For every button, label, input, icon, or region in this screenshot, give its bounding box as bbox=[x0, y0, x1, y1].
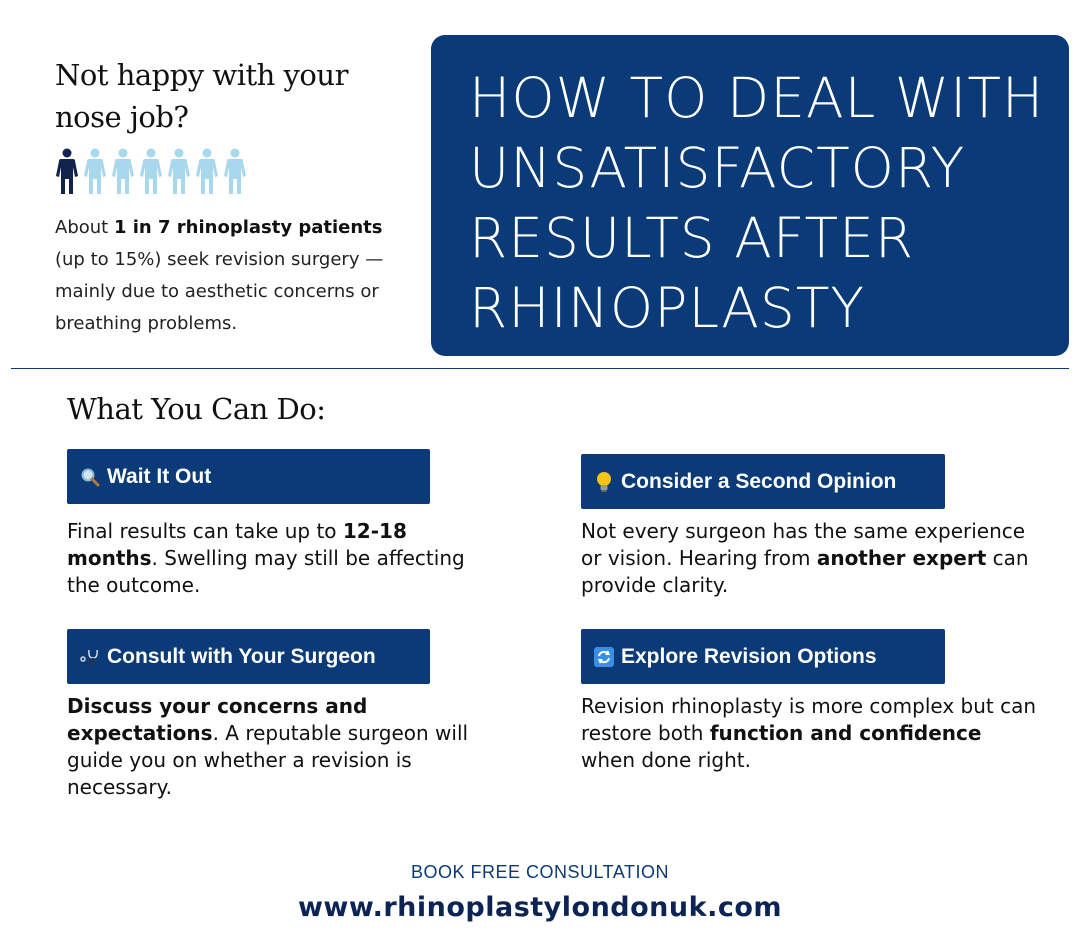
body-text: when done right. bbox=[581, 748, 751, 772]
option-button-wait-it-out[interactable]: Wait It Out bbox=[67, 449, 430, 504]
person-icon bbox=[168, 148, 190, 194]
body-text: Not every surgeon has the same experienc… bbox=[581, 519, 1026, 570]
person-icon bbox=[196, 148, 218, 194]
emphasis-text: Discuss your concerns and expectations bbox=[67, 694, 368, 745]
intro-text-pre: About bbox=[55, 217, 114, 238]
intro-statistic-text: About 1 in 7 rhinoplasty patients (up to… bbox=[55, 212, 415, 340]
option-label: Wait It Out bbox=[107, 464, 212, 488]
body-text: Final results can take up to bbox=[67, 519, 343, 543]
website-link[interactable]: www.rhinoplastylondonuk.com bbox=[297, 892, 783, 923]
body-text: Revision rhinoplasty is more complex but… bbox=[581, 694, 1037, 745]
option-description: Not every surgeon has the same experienc… bbox=[581, 518, 1041, 599]
refresh-arrows-icon bbox=[593, 646, 615, 668]
light-bulb-icon bbox=[593, 471, 615, 493]
section-divider bbox=[11, 368, 1069, 369]
emphasis-text: function and confidence bbox=[709, 721, 982, 745]
stethoscope-icon bbox=[79, 646, 101, 668]
intro-text-highlight: 1 in 7 rhinoplasty patients bbox=[113, 217, 383, 238]
people-pictogram bbox=[54, 148, 248, 196]
option-label: Consider a Second Opinion bbox=[621, 469, 897, 493]
option-button-consult-surgeon[interactable]: Consult with Your Surgeon bbox=[67, 629, 430, 684]
option-description: Final results can take up to 12-18 month… bbox=[67, 518, 487, 599]
body-text: . Swelling may still be affecting the ou… bbox=[67, 546, 465, 597]
section-heading: What You Can Do: bbox=[67, 392, 326, 426]
cta-label: BOOK FREE CONSULTATION bbox=[410, 862, 670, 882]
magnifying-glass-icon bbox=[79, 466, 101, 488]
body-text: . A reputable surgeon will guide you on … bbox=[67, 721, 469, 799]
intro-heading: Not happy with your nose job? bbox=[55, 58, 348, 134]
intro-text-post: (up to 15%) seek revision surgery — main… bbox=[55, 249, 384, 334]
person-icon bbox=[140, 148, 162, 194]
person-icon bbox=[224, 148, 246, 194]
person-icon-highlighted bbox=[56, 148, 78, 194]
option-button-second-opinion[interactable]: Consider a Second Opinion bbox=[581, 454, 945, 509]
option-description: Revision rhinoplasty is more complex but… bbox=[581, 693, 1041, 774]
option-description: Discuss your concerns and expectations. … bbox=[67, 693, 487, 801]
person-icon bbox=[84, 148, 106, 194]
option-label: Explore Revision Options bbox=[621, 644, 877, 668]
person-icon bbox=[112, 148, 134, 194]
option-label: Consult with Your Surgeon bbox=[107, 644, 376, 668]
page-title: HOW TO DEAL WITH UNSATISFACTORY RESULTS … bbox=[469, 66, 1045, 340]
body-text: can provide clarity. bbox=[581, 546, 1029, 597]
emphasis-text: another expert bbox=[816, 546, 987, 570]
option-button-revision-options[interactable]: Explore Revision Options bbox=[581, 629, 945, 684]
title-banner: HOW TO DEAL WITH UNSATISFACTORY RESULTS … bbox=[431, 35, 1069, 356]
emphasis-text: 12-18 months bbox=[67, 519, 407, 570]
